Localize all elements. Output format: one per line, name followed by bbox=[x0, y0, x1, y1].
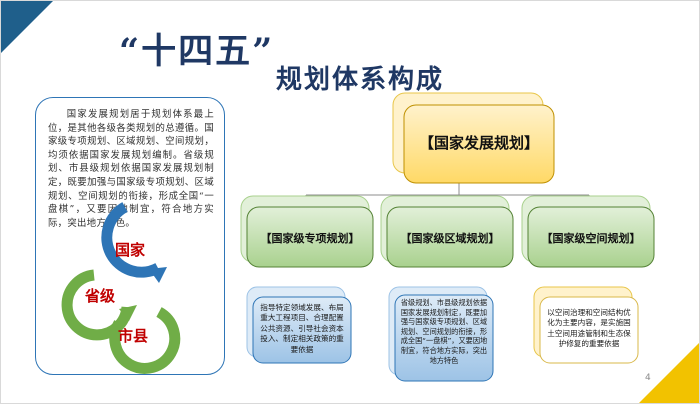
corner-decoration-blue bbox=[1, 1, 53, 53]
ring-national-arrowhead bbox=[149, 267, 167, 283]
node-national-plan bbox=[392, 92, 555, 184]
detail-text-1: 指导特定领域发展、布局重大工程项目、合理配置公共资源、引导社会资本投入、制定相关… bbox=[260, 303, 344, 354]
page-number: 4 bbox=[645, 373, 651, 383]
detail-box-3 bbox=[539, 296, 639, 364]
branch-label-3: 【国家级空间规划】 bbox=[541, 232, 641, 245]
branch-node-2 bbox=[386, 206, 514, 268]
detail-boxes bbox=[246, 286, 639, 382]
intro-box: 国家发展规划居于规划体系最上位，是其他各级各类规划的总遵循。国家级专项规划、区域… bbox=[35, 97, 225, 375]
ring-county bbox=[109, 307, 181, 374]
title-sub: 规划体系构成 bbox=[276, 65, 445, 95]
corner-decoration-yellow bbox=[639, 343, 699, 403]
branch-node-3 bbox=[527, 206, 655, 268]
cycle-label-national: 国家 bbox=[115, 241, 146, 259]
cycle-label-provincial: 省级 bbox=[85, 287, 116, 305]
intro-text: 国家发展规划居于规划体系最上位，是其他各级各类规划的总遵循。国家级专项规划、区域… bbox=[48, 109, 214, 229]
branch-label-2: 【国家级区域规划】 bbox=[400, 232, 500, 245]
cycle-label-county: 市县 bbox=[118, 327, 149, 345]
detail-box-1 bbox=[252, 296, 352, 364]
node-national-plan-label: 【国家发展规划】 bbox=[418, 134, 539, 152]
title-main: “十四五” bbox=[119, 31, 275, 72]
branch-node-1 bbox=[246, 206, 374, 268]
ring-provincial-arrowhead bbox=[119, 305, 137, 321]
cycle-graphic bbox=[61, 202, 181, 374]
branch-label-1: 【国家级专项规划】 bbox=[260, 232, 360, 245]
ring-national bbox=[101, 202, 161, 278]
detail-text-3: 以空间治理和空间结构优化为主要内容，是实施国土空间用途管制和生态保护修复的重要依… bbox=[547, 308, 631, 349]
branch-nodes bbox=[240, 195, 655, 268]
detail-text-2: 省级规划、市县级规划依据国家发展规划制定，既要加强与国家级专项规划、区域规划、空… bbox=[400, 298, 488, 365]
detail-box-2 bbox=[394, 294, 494, 382]
